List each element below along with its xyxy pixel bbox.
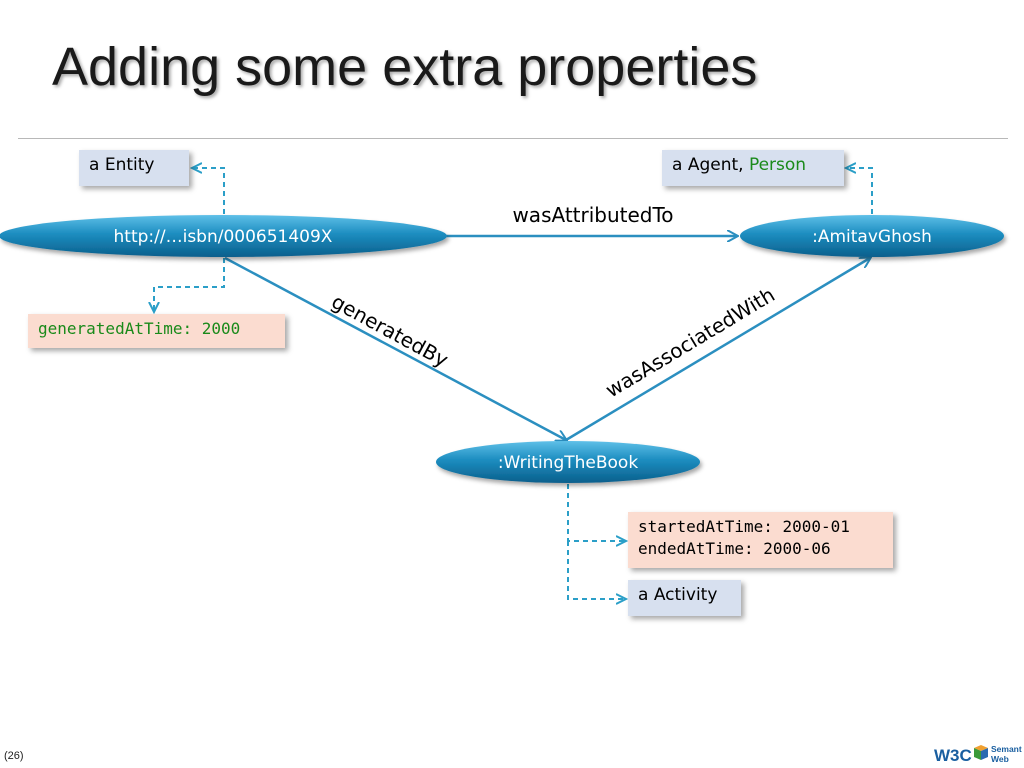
dashed-edge-activity-type — [567, 541, 626, 599]
dashed-edge-generated-time — [154, 258, 225, 312]
node-agent-label: :AmitavGhosh — [812, 227, 932, 247]
activity-type-text: a Activity — [638, 585, 718, 605]
semantic-web-cube-icon — [974, 745, 988, 760]
w3c-semantic-web-logo: W3C Semantic Web — [934, 744, 1022, 765]
activity-type-box: a Activity — [628, 580, 741, 616]
node-agent[interactable]: :AmitavGhosh — [740, 215, 1004, 257]
edge-generated-by — [224, 256, 566, 440]
semantic-logo-text: Semantic — [991, 744, 1022, 754]
dashed-edge-entity-type — [192, 168, 225, 214]
w3c-logo-text: W3C — [934, 746, 972, 765]
generated-time-text: generatedAtTime: 2000 — [38, 319, 241, 338]
agent-type-person: Person — [748, 155, 807, 175]
agent-type-box: a Agent, Person — [662, 150, 844, 186]
agent-type-prefix: a Agent, — [672, 155, 749, 175]
web-logo-text: Web — [991, 754, 1009, 764]
edge-label-was-attributed-to: wasAttributedTo — [512, 203, 673, 227]
node-activity[interactable]: :WritingTheBook — [436, 441, 700, 483]
dashed-edge-agent-type — [846, 168, 873, 214]
started-time-text: startedAtTime: 2000-01 — [638, 517, 850, 536]
page-number: (26) — [4, 750, 24, 762]
node-book[interactable]: http://…isbn/000651409X — [0, 215, 447, 257]
generated-time-box: generatedAtTime: 2000 — [28, 314, 285, 348]
dashed-edge-activity-times — [567, 484, 626, 541]
title-divider — [18, 138, 1008, 139]
activity-times-box: startedAtTime: 2000-01 endedAtTime: 2000… — [628, 512, 893, 568]
edge-label-generated-by: generatedBy — [328, 289, 453, 372]
entity-type-box: a Entity — [79, 150, 189, 186]
slide-title: Adding some extra properties — [52, 37, 758, 97]
entity-type-text: a Entity — [89, 155, 155, 175]
edge-label-was-associated-with: wasAssociatedWith — [601, 282, 779, 402]
node-book-label: http://…isbn/000651409X — [114, 227, 333, 247]
ended-time-text: endedAtTime: 2000-06 — [638, 539, 831, 558]
node-activity-label: :WritingTheBook — [498, 453, 639, 473]
edge-was-associated-with — [565, 258, 870, 442]
